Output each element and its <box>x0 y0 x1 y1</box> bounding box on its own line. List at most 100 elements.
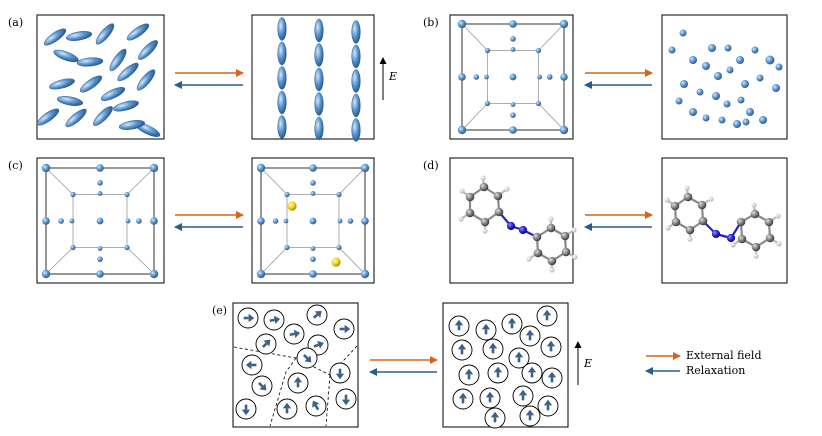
ellipsoid <box>314 18 324 43</box>
nitrogen-atom <box>506 221 516 231</box>
carbon-atom <box>479 182 489 192</box>
carbon-atom <box>670 201 680 211</box>
hydrogen-atom <box>482 228 488 234</box>
dipole-arrow-shaft <box>303 354 309 360</box>
dipole-arrow-head <box>547 371 557 378</box>
scattered-atom <box>742 118 750 126</box>
dipole-arrow-head <box>341 399 351 406</box>
ellipsoid <box>136 69 156 91</box>
lattice-atom <box>97 191 103 196</box>
ellipsoid <box>43 28 67 46</box>
ellipsoid <box>314 116 324 141</box>
scattered-atom <box>736 56 744 64</box>
dipole-arrow-head <box>485 391 495 398</box>
ellipsoid <box>93 106 113 126</box>
scattered-atom <box>702 62 710 70</box>
dipole-arrow-head <box>293 376 303 383</box>
hydrogen-atom <box>504 186 510 192</box>
ellipsoid <box>56 96 84 106</box>
lattice-atom <box>125 218 131 224</box>
dipole-arrow-head <box>514 351 524 358</box>
dipole-arrow-head <box>245 360 252 370</box>
hydrogen-atom <box>664 197 670 203</box>
hydrogen-atom <box>776 241 782 247</box>
carbon-atom <box>493 191 503 201</box>
carbon-atom <box>737 234 747 244</box>
hydrogen-atom <box>571 227 577 233</box>
lattice-atom <box>149 269 159 279</box>
carbon-atom <box>765 233 775 243</box>
dipole-arrow-head <box>490 411 500 418</box>
dipole-arrow-shaft <box>258 382 264 388</box>
nitrogen-atom <box>726 233 736 243</box>
ellipsoid <box>351 69 361 93</box>
lattice-atom <box>58 218 64 224</box>
ellipsoid <box>314 67 324 92</box>
dipole-arrow-head <box>312 400 320 408</box>
hydrogen-atom <box>665 225 671 231</box>
lattice-atom <box>546 74 553 80</box>
lattice-atom <box>537 74 542 80</box>
scattered-atom <box>689 56 697 64</box>
cube-edge <box>260 167 288 195</box>
ellipsoid <box>351 44 361 69</box>
cube-edge <box>260 247 288 275</box>
hydrogen-atom <box>572 254 578 260</box>
dopant-atom <box>287 201 297 211</box>
dipole-arrow-head <box>282 402 292 409</box>
scattered-atom <box>714 72 722 80</box>
scattered-atom <box>741 80 749 88</box>
lattice-atom <box>360 269 370 279</box>
lattice-atom <box>284 244 290 251</box>
dipole-arrow-head <box>263 339 271 347</box>
lattice-atom <box>70 244 76 251</box>
lattice-atom <box>41 163 51 173</box>
lattice-atom <box>70 191 76 198</box>
lattice-atom <box>69 218 75 224</box>
hydrogen-atom <box>526 256 532 262</box>
ellipsoid <box>351 118 361 142</box>
dipole-arrow-head <box>241 409 251 416</box>
dipole-arrow-head <box>317 340 324 349</box>
lattice-atom <box>510 47 516 52</box>
scattered-atom <box>712 92 720 100</box>
carbon-atom <box>465 192 475 202</box>
lattice-atom <box>457 125 467 135</box>
carbon-atom <box>547 256 557 266</box>
scattered-atom <box>746 108 754 116</box>
carbon-atom <box>560 231 570 241</box>
panel-label-e: (e) <box>212 304 228 317</box>
lattice-atom <box>97 246 103 251</box>
dipole-arrow-head <box>525 409 535 416</box>
lattice-atom <box>535 47 542 54</box>
ellipsoid <box>277 90 287 115</box>
dipole-arrow-head <box>546 340 556 347</box>
cube-edge <box>45 247 74 275</box>
carbon-atom <box>480 217 490 227</box>
carbon-atom <box>671 217 681 227</box>
lattice-cube-c <box>41 163 159 279</box>
hydrogen-atom <box>548 216 554 222</box>
hydrogen-atom <box>458 216 464 222</box>
transition-arrows <box>174 69 653 376</box>
lattice-atom <box>257 217 265 225</box>
lattice-atom <box>310 246 316 251</box>
dipole-arrow-shaft <box>289 332 295 337</box>
ellipsoid <box>314 92 324 116</box>
ellipsoid <box>118 120 146 130</box>
dipole-arrow-head <box>293 329 301 339</box>
lattice-atom <box>458 73 466 81</box>
carbon-atom <box>750 209 760 219</box>
lattice-atom <box>484 100 491 107</box>
cube-edge <box>338 247 366 275</box>
dipole-arrow-head <box>304 355 312 363</box>
hydrogen-atom <box>687 236 693 242</box>
hydrogen-atom <box>751 202 757 208</box>
dipole-arrow-head <box>454 319 464 326</box>
lattice-atom <box>510 112 516 118</box>
lattice-atom <box>509 73 517 81</box>
lattice-atom <box>256 163 266 173</box>
lattice-atom <box>96 164 104 172</box>
carbon-atom <box>697 200 707 210</box>
ellipsoids-aligned <box>277 17 361 142</box>
